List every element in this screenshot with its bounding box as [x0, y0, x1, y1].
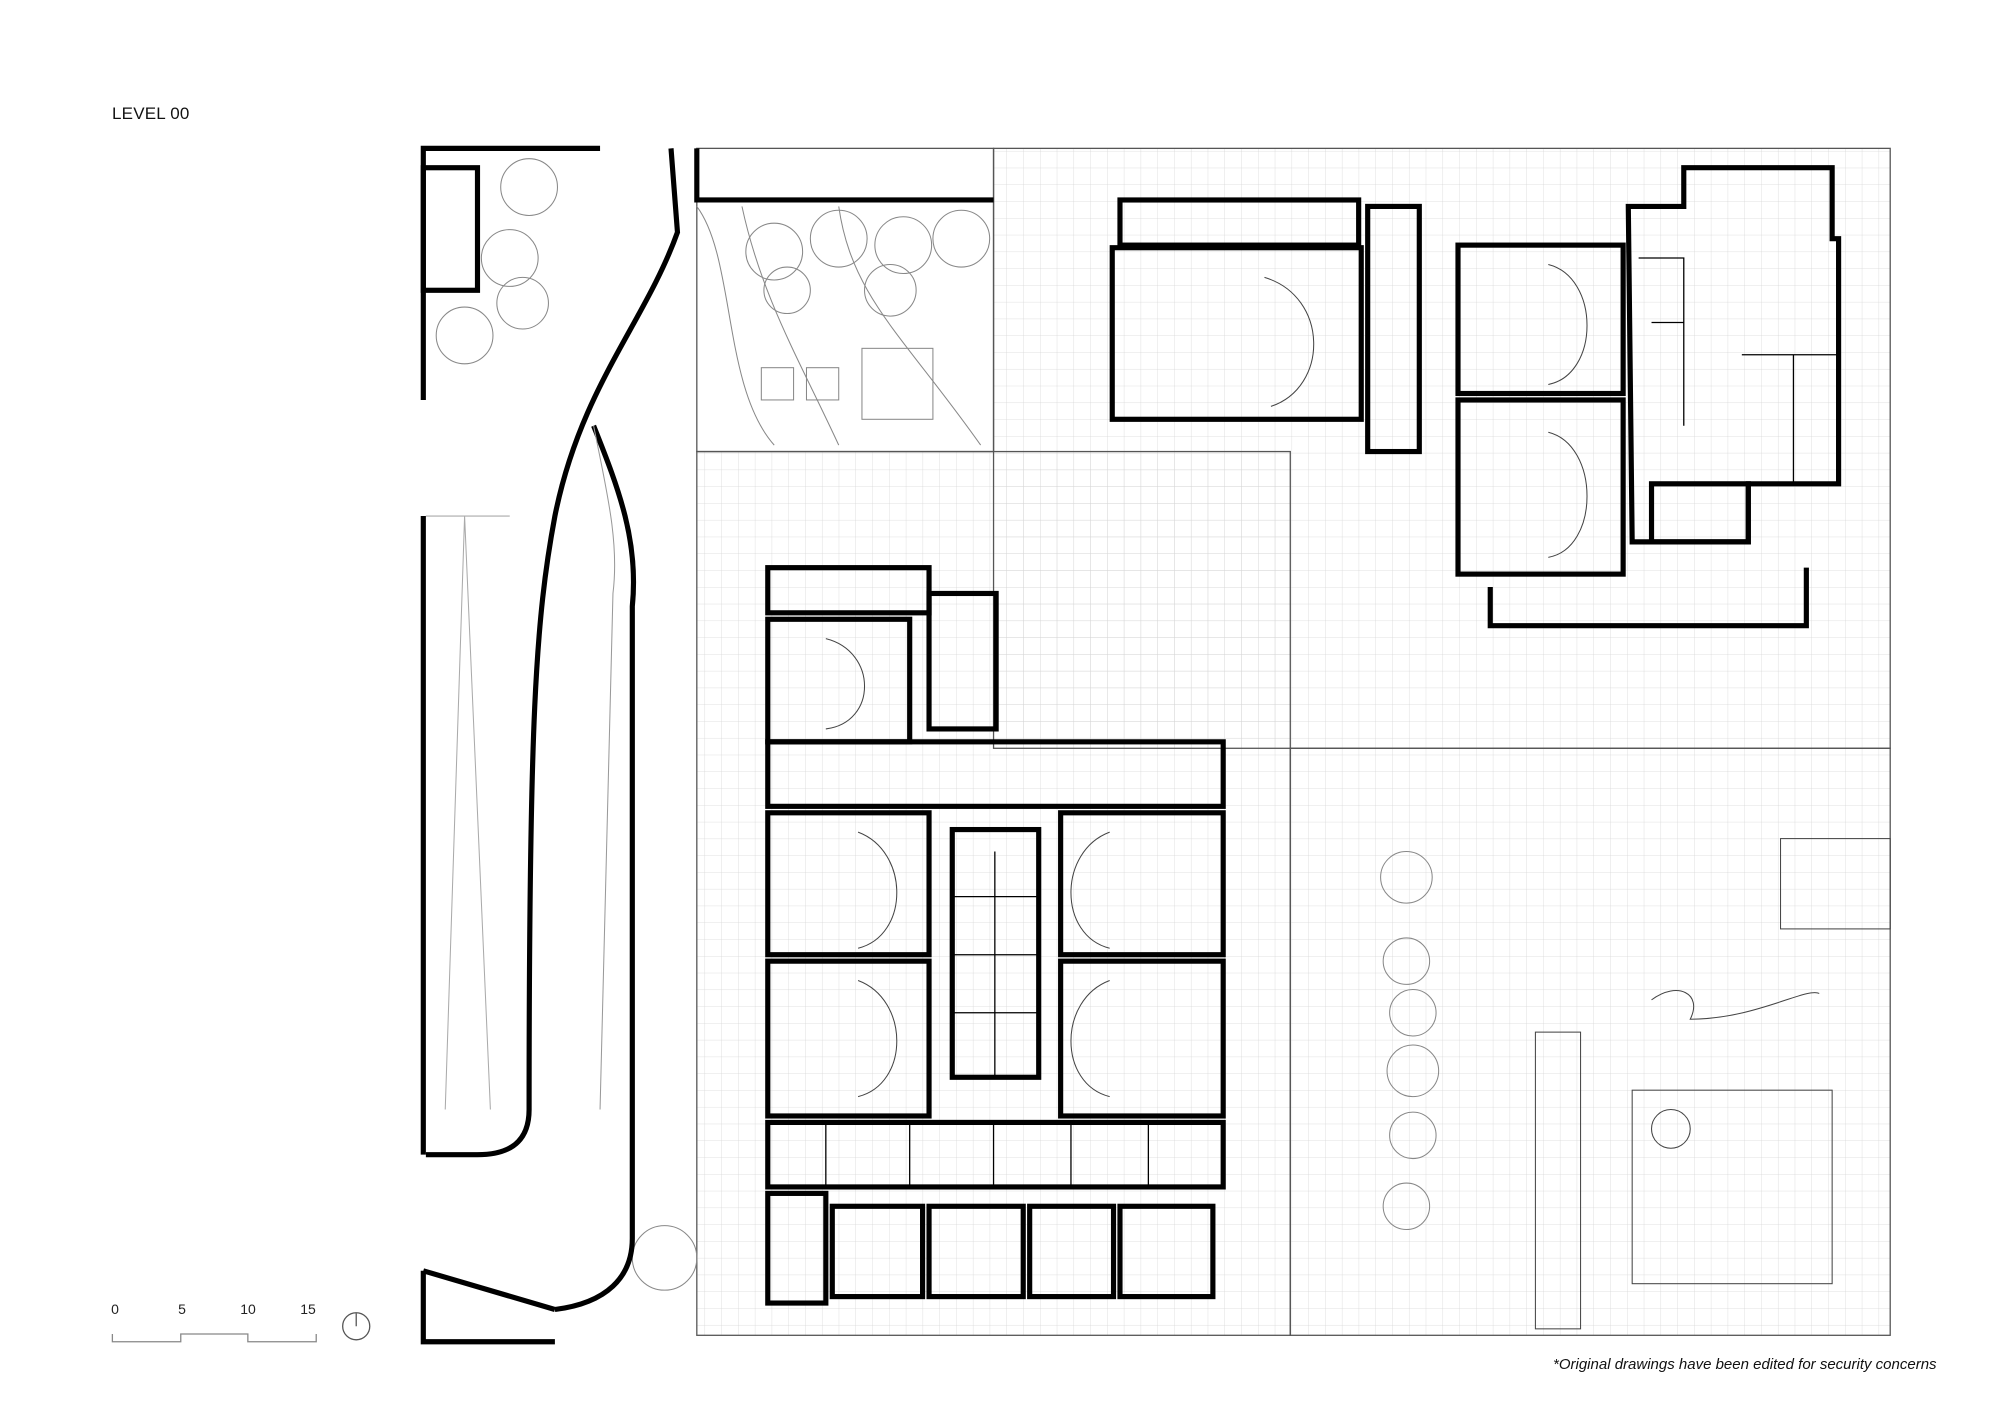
courtyard [435, 158, 1440, 1291]
walls [420, 145, 1842, 1345]
tree-icons [435, 158, 1440, 1291]
ramp [425, 148, 681, 1313]
scale-bar [111, 1333, 317, 1343]
security-footnote: *Original drawings have been edited for … [1553, 1356, 1937, 1373]
scale-label-10: 10 [240, 1301, 256, 1317]
scale-label-5: 5 [178, 1301, 186, 1317]
partitions [825, 257, 1839, 1187]
seating [825, 263, 1891, 1330]
north-arrow-icon [342, 1312, 371, 1341]
level-title: LEVEL 00 [112, 104, 190, 123]
scale-label-0: 0 [111, 1301, 119, 1317]
scale-label-15: 15 [300, 1301, 316, 1317]
envelope-lines [696, 147, 1891, 1336]
